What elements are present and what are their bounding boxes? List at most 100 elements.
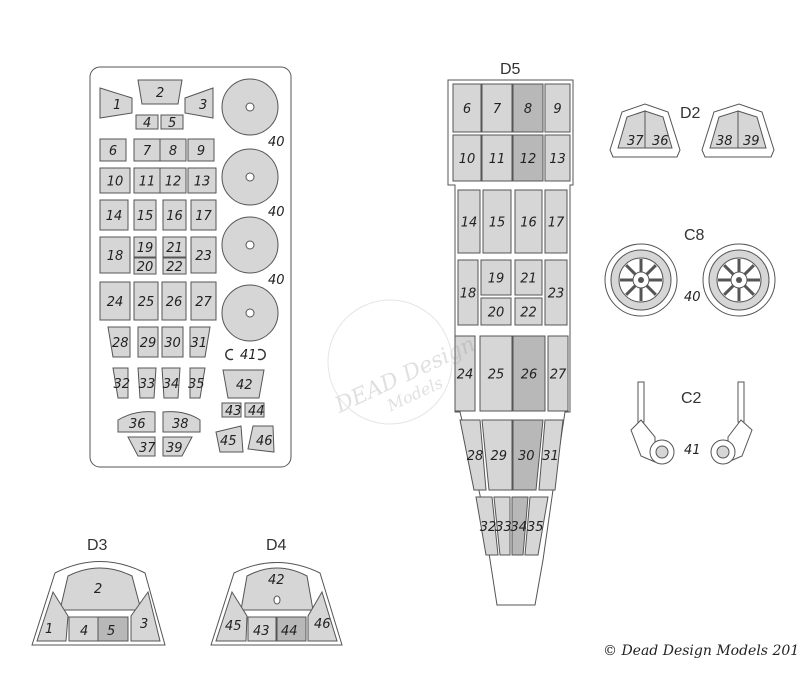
d5-label-10: 10 [459, 152, 476, 167]
c8-wheel-right [702, 243, 776, 317]
mask-d5-6 [452, 83, 482, 133]
wheel-hub-1 [245, 102, 255, 112]
part-label-11: 11 [139, 175, 156, 190]
part-label-3: 3 [199, 98, 207, 113]
mask-d5-10 [452, 134, 482, 182]
part-label-37: 37 [139, 441, 156, 456]
d5-label-13: 13 [549, 152, 566, 167]
d5-label-14: 14 [461, 216, 478, 231]
part-label-35: 35 [188, 377, 205, 392]
d4-label-45: 45 [225, 619, 242, 634]
mask-part-3 [184, 87, 214, 119]
mask-part-34 [161, 367, 181, 399]
d4-hole [273, 595, 281, 605]
part-label-17: 17 [195, 209, 212, 224]
mask-part-45 [215, 425, 244, 453]
part-label-9: 9 [197, 144, 205, 159]
part-label-15: 15 [137, 209, 154, 224]
wheel-spoke [644, 283, 657, 296]
mask-d5-30 [512, 419, 544, 491]
wheel-spoke [723, 264, 736, 277]
wheel-hub-2 [245, 172, 255, 182]
mask-part-2 [137, 79, 183, 105]
part-label-30: 30 [164, 336, 181, 351]
part-label-28: 28 [112, 336, 129, 351]
mask-part-14 [99, 199, 129, 231]
d5-label-15: 15 [489, 216, 506, 231]
mask-d5-23 [544, 259, 568, 326]
d4-label: D4 [266, 537, 287, 554]
mask-part-29 [137, 326, 159, 358]
part-label-23: 23 [195, 249, 212, 264]
part-label-1: 1 [113, 98, 121, 113]
d5-label-20: 20 [488, 306, 505, 321]
mask-part-39 [162, 436, 193, 457]
part-label-13: 13 [194, 175, 211, 190]
mask-part-1 [99, 87, 133, 119]
part-label-45: 45 [220, 434, 237, 449]
mask-d5-34 [511, 496, 529, 556]
mask-d4-45 [215, 590, 248, 642]
part-label-32: 32 [113, 377, 130, 392]
d5-label-30: 30 [518, 449, 535, 464]
d5-label-27: 27 [550, 368, 567, 383]
d2-group: D2 37 36 38 39 [609, 103, 775, 158]
mask-part-11 [133, 167, 161, 194]
mask-part-30 [161, 326, 184, 358]
d5-label-28: 28 [467, 449, 484, 464]
mask-part-46 [247, 425, 275, 453]
c2-label: C2 [681, 390, 702, 407]
mask-d5-14 [457, 189, 481, 254]
mask-d2-39 [737, 110, 767, 149]
mask-d4-46 [307, 590, 338, 642]
mask-part-21 [162, 236, 187, 258]
part-label-19: 19 [137, 241, 154, 256]
mask-d5-18 [457, 259, 479, 326]
d5-label-6: 6 [463, 102, 471, 117]
mask-part-9 [187, 138, 215, 162]
mask-d5-13 [544, 134, 571, 182]
mask-part-42 [222, 369, 265, 399]
d5-label-12: 12 [520, 152, 537, 167]
mask-part-43 [221, 402, 242, 418]
wheel-spoke [625, 283, 638, 296]
part-label-25: 25 [138, 295, 155, 310]
mask-part-12 [159, 167, 187, 194]
d5-label-8: 8 [524, 102, 532, 117]
d3-label-5: 5 [107, 624, 115, 639]
c8-wheel-left [604, 243, 678, 317]
d5-label-26: 26 [521, 368, 538, 383]
mask-d2-36 [644, 110, 673, 149]
wheel-spoke [723, 283, 736, 296]
c2-tail-wheel-left [630, 381, 675, 465]
mask-d5-33 [493, 496, 511, 556]
d5-label-23: 23 [548, 287, 565, 302]
mask-d5-9 [544, 83, 571, 133]
mask-d5-12 [512, 134, 544, 182]
mask-part-38 [162, 411, 201, 433]
part-label-22: 22 [166, 260, 183, 275]
mask-d3-2 [59, 567, 142, 611]
wheel-spoke [742, 283, 755, 296]
wheel-spoke [742, 264, 755, 277]
part-label-46: 46 [256, 434, 273, 449]
mask-d5-19 [480, 259, 512, 296]
mask-part-26 [161, 281, 187, 321]
mask-d5-8 [512, 83, 544, 133]
d5-label-31: 31 [542, 449, 559, 464]
part-label-39: 39 [166, 441, 183, 456]
part-label-34: 34 [163, 377, 180, 392]
d5-label-25: 25 [488, 368, 505, 383]
mask-part-5 [160, 114, 184, 130]
wheel-label-3: 40 [268, 273, 285, 288]
wheel-label-2: 40 [268, 205, 285, 220]
mask-part-13 [187, 167, 217, 194]
mask-part-44 [244, 402, 265, 418]
mask-part-17 [190, 199, 217, 231]
mask-d5-17 [544, 189, 568, 254]
mask-part-28 [107, 326, 131, 358]
part-label-18: 18 [107, 249, 124, 264]
part-label-44: 44 [248, 404, 265, 419]
